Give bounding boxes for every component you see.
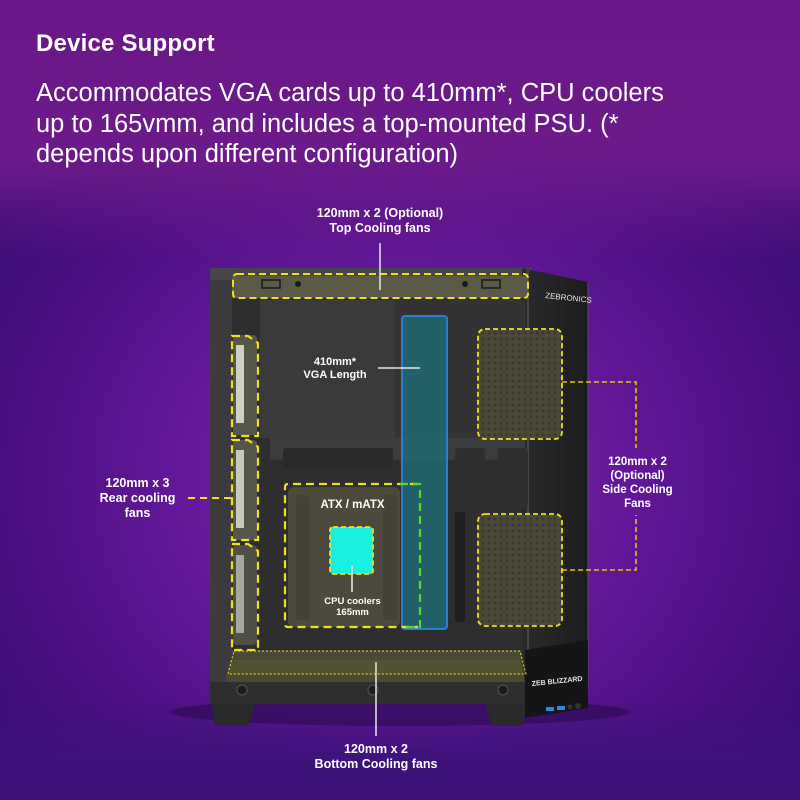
usb-port-1	[546, 707, 554, 711]
rear-fans-label-line1: 120mm x 3	[105, 476, 170, 490]
vga-length-label: 410mm* VGA Length	[290, 356, 380, 382]
side-fans-outline-upper	[477, 328, 563, 440]
side-fan-mesh-lower	[478, 515, 562, 625]
motherboard-label: ATX / mATX	[320, 499, 385, 511]
side-fan-mesh-upper	[478, 330, 562, 438]
vga-length-label-line1: 410mm*	[313, 356, 357, 368]
rear-fans-outline	[230, 334, 260, 652]
motherboard-outline	[283, 482, 418, 629]
side-fans-label-line4: Fans	[624, 498, 651, 510]
rear-fans-label-line3: fans	[124, 506, 151, 520]
front-io-panel	[525, 640, 588, 718]
side-fans-label-line2: (Optional)	[610, 470, 665, 482]
motherboard-outline-green	[400, 482, 422, 629]
top-fans-label-line1: 120mm x 2 (Optional)	[316, 206, 444, 220]
rear-fans-label: 120mm x 3 Rear cooling fans	[80, 476, 195, 521]
background-top	[0, 0, 800, 260]
section-heading: Device Support	[36, 30, 215, 57]
case-foot-left	[212, 704, 255, 726]
top-fans-label: 120mm x 2 (Optional) Top Cooling fans	[280, 206, 480, 236]
side-fans-label-line1: 120mm x 2	[608, 456, 667, 468]
cpu-cooler-label: CPU coolers 165mm	[305, 596, 400, 618]
usb-port-2	[557, 706, 565, 710]
cpu-cooler-label-line1: CPU coolers	[324, 596, 381, 607]
side-fans-label: 120mm x 2 (Optional) Side Cooling Fans	[585, 455, 690, 511]
section-description: Accommodates VGA cards up to 410mm*, CPU…	[36, 79, 664, 168]
case-foot-right	[485, 704, 528, 726]
side-fans-label-line3: Side Cooling	[602, 484, 673, 496]
bottom-fans-outline	[227, 650, 527, 675]
rear-fans-label-line2: Rear cooling	[99, 491, 176, 505]
psu-shroud	[260, 300, 395, 438]
top-fans-label-line2: Top Cooling fans	[329, 221, 431, 235]
bottom-fans-label-line2: Bottom Cooling fans	[314, 757, 438, 771]
bottom-fans-label-line1: 120mm x 2	[344, 742, 408, 756]
vga-length-label-line2: VGA Length	[303, 369, 367, 381]
vga-length-highlight	[401, 315, 448, 630]
rear-fans	[233, 335, 257, 645]
cpu-cooler-label-line2: 165mm	[336, 607, 369, 618]
bottom-fans-label: 120mm x 2 Bottom Cooling fans	[276, 742, 476, 772]
